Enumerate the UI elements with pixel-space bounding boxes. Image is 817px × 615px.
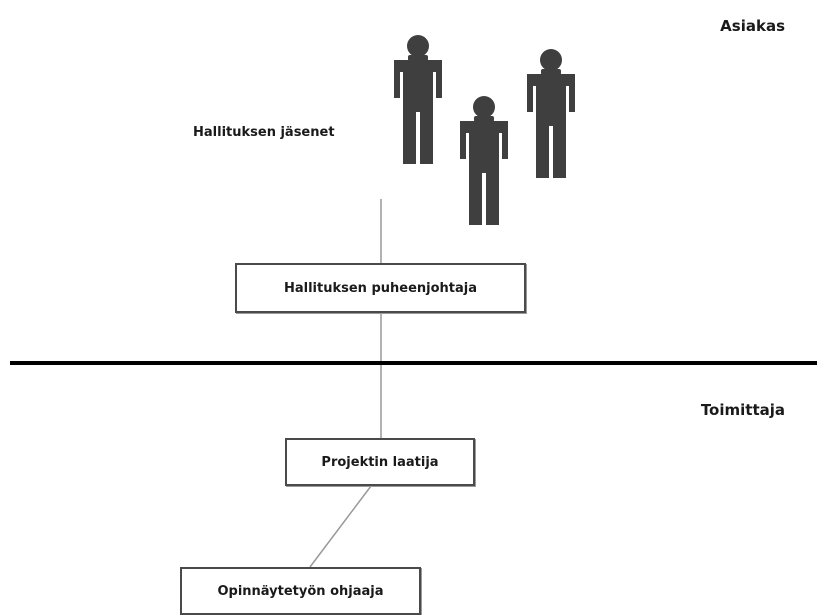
project-author-box: Projektin laatija xyxy=(285,438,475,486)
person-icon-3 xyxy=(460,96,508,225)
person-icon-1 xyxy=(394,35,442,164)
board-members-label: Hallituksen jäsenet xyxy=(193,125,335,140)
person-icon-2 xyxy=(527,49,575,178)
chair-label: Hallituksen puheenjohtaja xyxy=(283,280,478,296)
connector-author-supervisor xyxy=(309,485,372,568)
thesis-supervisor-label: Opinnäytetyön ohjaaja xyxy=(217,583,384,599)
supplier-section-label: Toimittaja xyxy=(700,401,785,419)
project-author-label: Projektin laatija xyxy=(321,454,439,470)
thesis-supervisor-box: Opinnäytetyön ohjaaja xyxy=(180,567,421,615)
chair-box: Hallituksen puheenjohtaja xyxy=(235,263,526,313)
client-section-label: Asiakas xyxy=(720,17,785,35)
